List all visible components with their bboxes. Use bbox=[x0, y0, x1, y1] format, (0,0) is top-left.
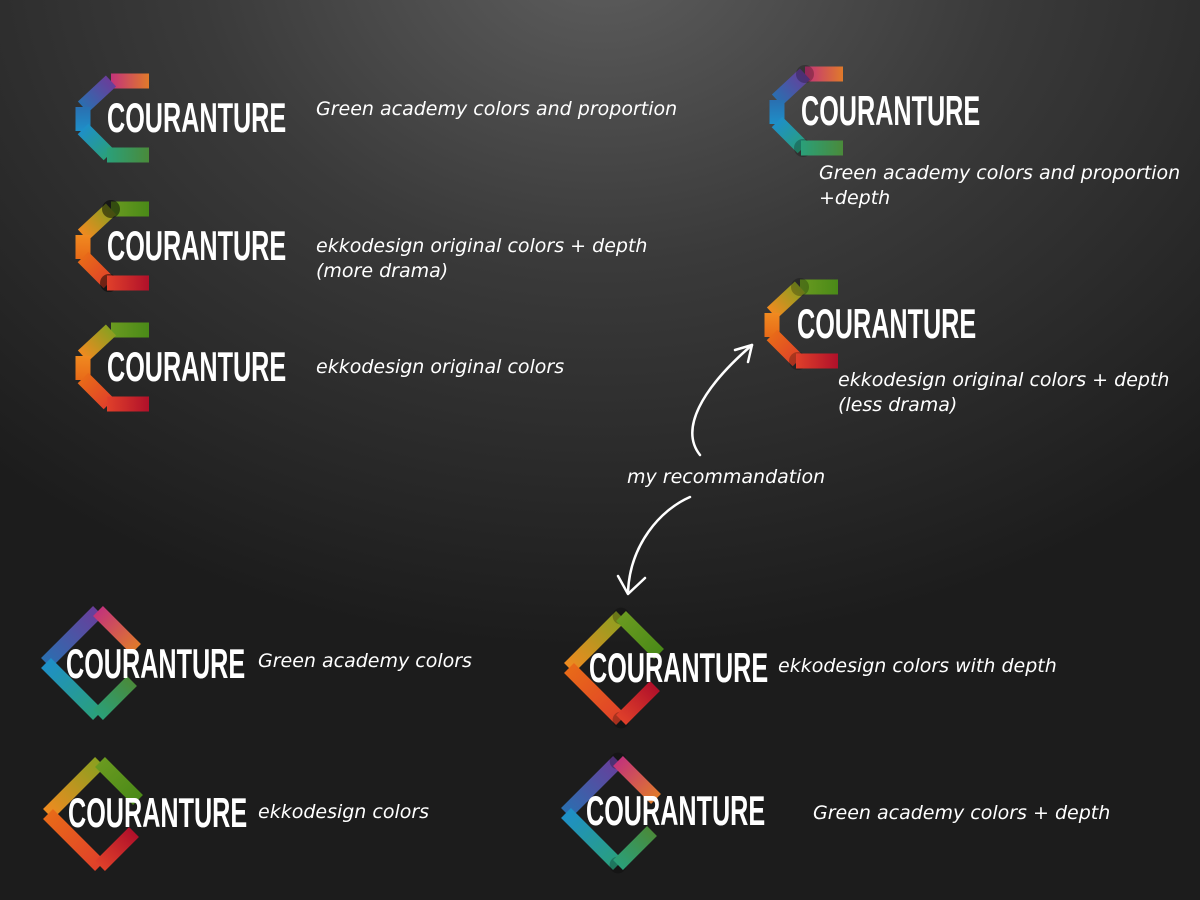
caption-green-academy-colors: Green academy colors bbox=[258, 649, 472, 674]
logo-mark-icon bbox=[561, 752, 661, 874]
logo-wordmark: COURANTURE bbox=[66, 640, 246, 687]
recommendation-label: my recommandation bbox=[627, 466, 826, 488]
logo-mark-icon bbox=[764, 278, 838, 370]
logo-band bbox=[95, 757, 143, 805]
arrow-down-icon bbox=[626, 495, 692, 594]
caption-green-academy-proportion: Green academy colors and proportion bbox=[316, 97, 677, 122]
logo-band bbox=[77, 123, 115, 161]
caption-line: ekkodesign original colors bbox=[316, 356, 565, 378]
logo-mark-icon bbox=[41, 606, 141, 720]
caption-line: (less drama) bbox=[838, 394, 958, 416]
caption-line: ekkodesign colors bbox=[258, 801, 430, 823]
logo-mark-icon bbox=[769, 65, 843, 157]
logo-fold-shadow bbox=[791, 278, 809, 296]
caption-line: Green academy colors + depth bbox=[813, 802, 1111, 824]
logo-wordmark: COURANTURE bbox=[68, 789, 248, 836]
caption-ekko-depth-more: ekkodesign original colors + depth (more … bbox=[316, 234, 647, 284]
arrow-down-head-icon bbox=[616, 574, 647, 596]
logo-band bbox=[95, 827, 139, 871]
logo-wordmark: COURANTURE bbox=[107, 222, 287, 269]
logo-band bbox=[41, 658, 103, 720]
logo-band bbox=[77, 324, 117, 362]
logo-band bbox=[77, 372, 115, 410]
logo-band bbox=[41, 606, 103, 668]
arrow-up-head-icon bbox=[733, 343, 754, 364]
logo-band bbox=[93, 676, 137, 720]
caption-ekko-colors: ekkodesign colors bbox=[258, 800, 429, 825]
logo-band bbox=[771, 68, 811, 106]
logo-wordmark: COURANTURE bbox=[801, 87, 981, 134]
caption-ekko-colors-depth: ekkodesign colors with depth bbox=[778, 654, 1057, 679]
logo-band bbox=[616, 681, 660, 725]
logo-wordmark: COURANTURE bbox=[586, 787, 766, 834]
caption-line: ekkodesign original colors + depth bbox=[316, 235, 648, 257]
caption-green-academy-colors-depth: Green academy colors + depth bbox=[813, 801, 1110, 826]
logo-band bbox=[613, 756, 661, 804]
logo-wordmark: COURANTURE bbox=[107, 94, 287, 141]
logo-mark-icon bbox=[75, 200, 149, 292]
caption-line: +depth bbox=[819, 187, 891, 209]
logo-band bbox=[93, 606, 141, 654]
logo-wordmark: COURANTURE bbox=[797, 300, 977, 347]
caption-line: Green academy colors and proportion bbox=[316, 98, 678, 120]
logo-band bbox=[561, 808, 623, 870]
logo-band bbox=[766, 281, 806, 319]
caption-line: Green academy colors bbox=[258, 650, 472, 672]
logo-mark-icon bbox=[43, 757, 143, 871]
logo-fold-shadow bbox=[796, 65, 814, 83]
logo-band bbox=[771, 116, 809, 154]
caption-line: ekkodesign original colors + depth bbox=[838, 369, 1170, 391]
caption-green-academy-depth: Green academy colors and proportion +dept… bbox=[819, 161, 1180, 211]
logo-mark-icon bbox=[564, 607, 664, 729]
caption-line: (more drama) bbox=[316, 260, 449, 282]
logo-wordmark: COURANTURE bbox=[107, 343, 287, 390]
logo-band bbox=[766, 329, 804, 367]
caption-line: Green academy colors and proportion bbox=[819, 162, 1181, 184]
logo-band bbox=[564, 663, 626, 725]
arrow-up-icon bbox=[691, 343, 754, 457]
logo-wordmark: COURANTURE bbox=[589, 644, 769, 691]
logo-band bbox=[613, 826, 657, 870]
logo-fold-shadow bbox=[102, 200, 120, 218]
logo-band bbox=[616, 611, 664, 659]
logo-mark-icon bbox=[75, 73, 149, 163]
logo-band bbox=[77, 75, 117, 113]
caption-line: ekkodesign colors with depth bbox=[778, 655, 1057, 677]
caption-ekko-original: ekkodesign original colors bbox=[316, 355, 564, 380]
logo-band bbox=[43, 757, 105, 819]
logo-mark-icon bbox=[75, 322, 149, 412]
logo-band bbox=[561, 756, 623, 818]
caption-ekko-depth-less: ekkodesign original colors + depth (less … bbox=[838, 368, 1169, 418]
logo-band bbox=[43, 809, 105, 871]
logo-band bbox=[564, 611, 626, 673]
